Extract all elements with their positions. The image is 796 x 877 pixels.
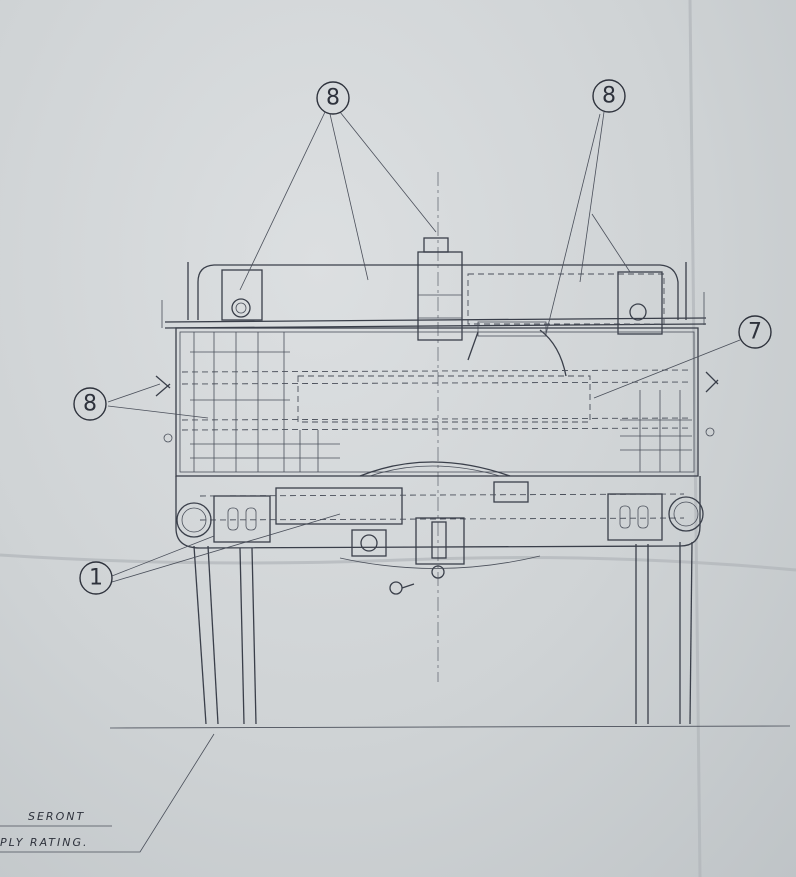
- right-light-cluster: [607, 493, 663, 541]
- ground-line: [109, 725, 791, 729]
- left-light-cluster: [213, 495, 271, 543]
- left-lamp: [176, 502, 212, 538]
- left-ladder-rack: [190, 332, 340, 472]
- leader-lines: [0, 111, 741, 853]
- title-block: SERONT PLY RATING.: [0, 810, 112, 849]
- callout-label: 8: [602, 84, 616, 109]
- vertical-fold: [688, 0, 702, 877]
- right-lamp: [668, 496, 704, 532]
- right-ladder-rack: [620, 390, 692, 472]
- chassis: [175, 476, 704, 595]
- center-filler: [417, 237, 463, 341]
- right-wing-nut: [705, 371, 719, 393]
- title-line-2: PLY RATING.: [0, 836, 89, 849]
- callout-8-top-left: 8: [316, 81, 350, 115]
- callout-label: 8: [83, 392, 97, 417]
- callout-label: 8: [326, 86, 340, 111]
- callout-8-top-right: 8: [592, 79, 626, 113]
- top-left-box: [221, 269, 263, 321]
- main-body: [155, 327, 719, 477]
- horizontal-fold: [0, 553, 796, 572]
- left-wing-nut: [155, 375, 171, 397]
- title-line-1: SERONT: [28, 810, 85, 823]
- callout-label: 1: [89, 566, 103, 591]
- top-right-tank: [467, 271, 665, 377]
- callout-8-left: 8: [73, 387, 107, 421]
- top-canopy: [161, 262, 707, 329]
- tow-socket: [351, 529, 387, 557]
- tow-hitch: [415, 517, 465, 565]
- callout-7-right: 7: [738, 315, 772, 349]
- support-legs: [193, 541, 693, 725]
- callout-label: 7: [748, 320, 762, 345]
- callout-1-bottom-left: 1: [79, 561, 113, 595]
